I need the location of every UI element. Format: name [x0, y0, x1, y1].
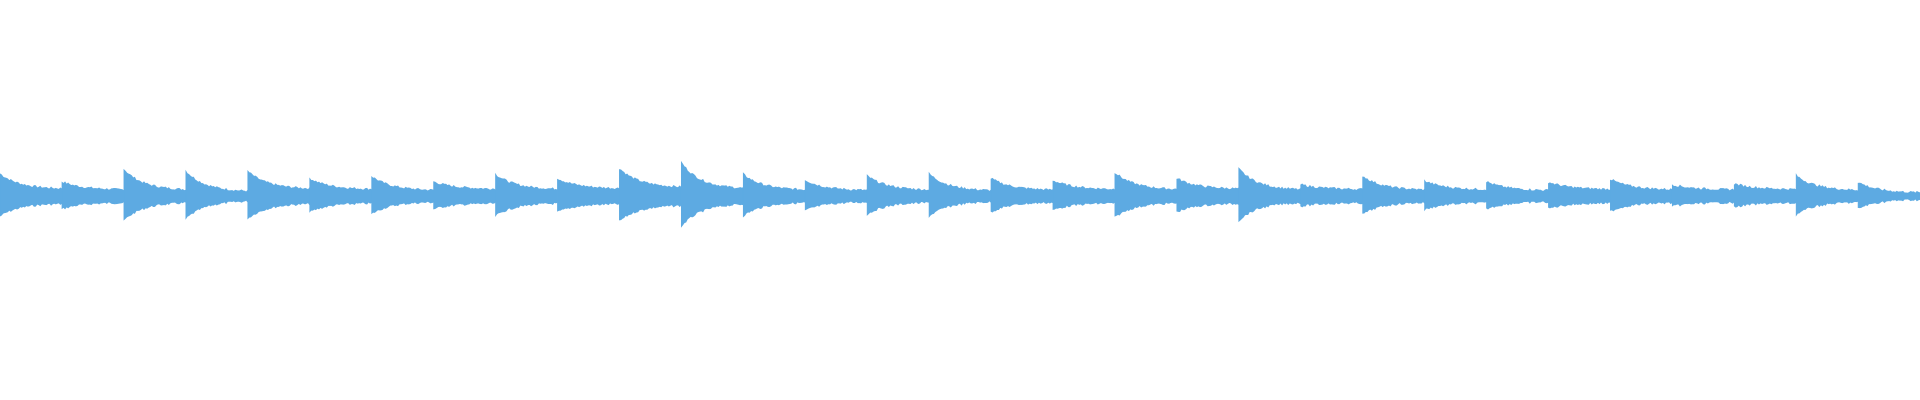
waveform-segment — [495, 172, 558, 217]
waveform-segment — [1733, 183, 1797, 208]
waveform-segment — [1176, 178, 1240, 212]
waveform-segment — [1238, 167, 1301, 223]
waveform-segment — [928, 171, 992, 218]
waveform-segment — [1114, 173, 1178, 217]
waveform-segment — [371, 175, 434, 215]
waveform-segment — [1362, 176, 1425, 214]
waveform-segment — [247, 170, 310, 220]
waveform-segment — [742, 172, 806, 218]
waveform-segment — [557, 178, 620, 212]
waveform-segment — [1424, 179, 1487, 212]
waveform-segment — [123, 168, 187, 221]
waveform-segment — [1857, 182, 1920, 209]
waveform-segment — [185, 169, 249, 220]
waveform-segment — [804, 180, 868, 211]
waveform-segment — [866, 174, 930, 216]
waveform-segment — [1795, 173, 1859, 217]
waveform-segment — [680, 160, 744, 228]
waveform-segment — [990, 177, 1054, 213]
waveform-shape — [0, 160, 1920, 228]
waveform-segment — [309, 177, 372, 213]
waveform-segment — [1671, 184, 1735, 207]
waveform-segment — [433, 181, 496, 210]
waveform-segment — [1486, 181, 1549, 210]
waveform-segment — [1548, 182, 1611, 209]
waveform-segment — [1610, 179, 1673, 212]
waveform-segment — [61, 181, 125, 210]
waveform-segment — [1052, 180, 1116, 210]
waveform-segment — [619, 169, 682, 221]
waveform-segment — [0, 173, 63, 217]
waveform-segment — [1300, 183, 1363, 208]
